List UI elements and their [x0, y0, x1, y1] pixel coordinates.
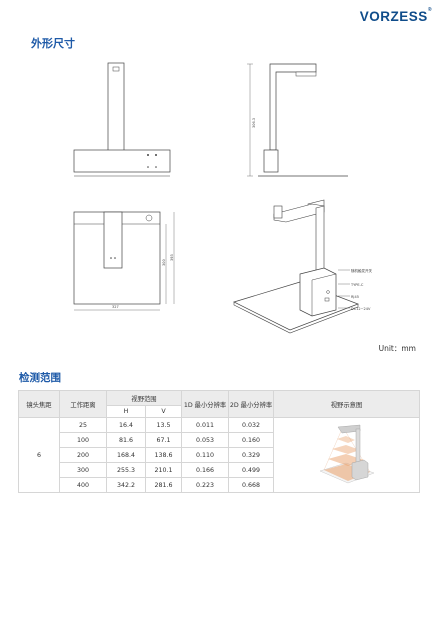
isometric-drawing: 随机触发开关 TYPE-C RJ45 DC12~24V [233, 199, 372, 334]
table-row: 300 255.3 210.1 0.166 0.499 [19, 462, 420, 478]
section-title-detection-range: 检测范围 [19, 372, 61, 384]
svg-text:RJ45: RJ45 [351, 295, 359, 299]
front-view-drawing [73, 62, 171, 177]
header-res-2d: 2D 最小分辨率 [228, 390, 274, 418]
fov-diagram-image [318, 424, 375, 484]
header-focal: 镜头焦距 [18, 390, 60, 418]
svg-text:393: 393 [170, 254, 174, 261]
top-view-drawing: 300 393 327 [73, 211, 175, 311]
detection-range-table: 镜头焦距 工作距离 视野范围 1D 最小分辨率 2D 最小分辨率 视野示意图 H… [18, 390, 420, 493]
header-diagram: 视野示意图 [273, 390, 420, 418]
focal-value: 6 [18, 417, 60, 493]
header-distance: 工作距离 [59, 390, 107, 418]
fov-diagram-cell [273, 417, 420, 493]
header-res-1d: 1D 最小分辨率 [181, 390, 229, 418]
svg-text:随机触发开关: 随机触发开关 [351, 268, 372, 273]
svg-text:327: 327 [112, 305, 119, 309]
side-height-label: 306.3 [252, 118, 256, 128]
table-row: 400 342.2 281.6 0.223 0.668 [19, 477, 420, 493]
table-row: 6 25 16.4 13.5 0.011 0.032 [18, 417, 420, 493]
section-title-dimensions: 外形尺寸 [31, 37, 75, 50]
unit-note: Unit：mm [378, 344, 416, 353]
header-fov: 视野范围 [106, 390, 182, 406]
svg-text:TYPE-C: TYPE-C [350, 283, 364, 287]
header-h: H [106, 405, 146, 418]
header-v: V [145, 405, 182, 418]
svg-text:DC12~24V: DC12~24V [351, 307, 371, 311]
svg-text:300: 300 [162, 259, 166, 266]
side-view-drawing: 306.3 [247, 63, 348, 177]
brand-logo: VORZESS® [359, 7, 432, 24]
